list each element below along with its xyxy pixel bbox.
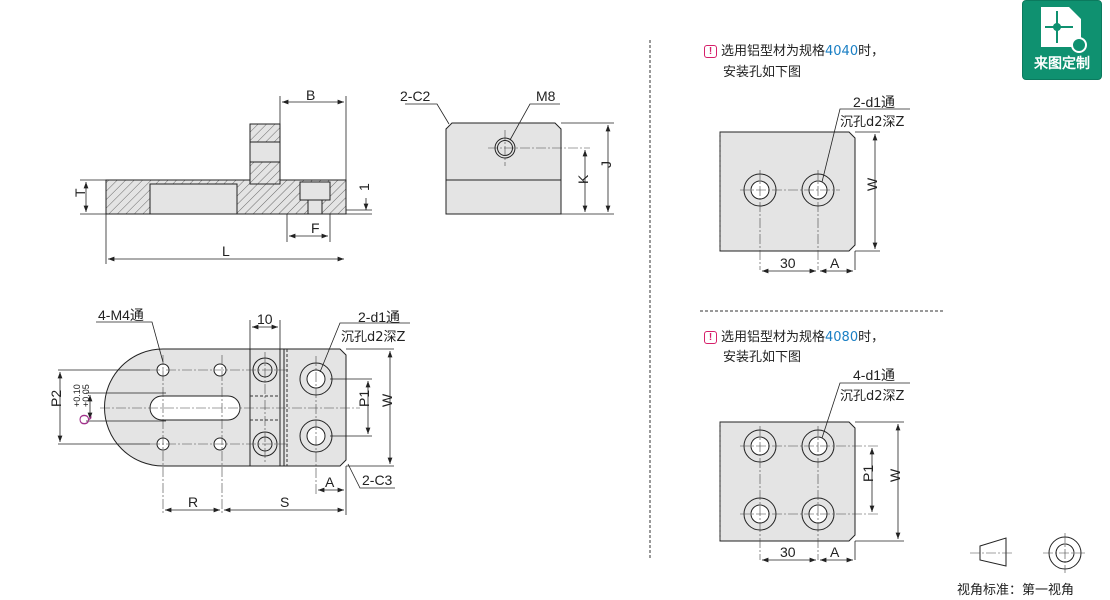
dim-A-4080: A — [830, 544, 840, 560]
dim-T: T — [72, 188, 88, 197]
label-4-d1-4080: 4-d1通 — [853, 367, 895, 383]
note-text: 选用铝型材为规格 — [721, 44, 826, 59]
dim-J: J — [598, 161, 614, 168]
label-2-d1-4040: 2-d1通 — [853, 94, 895, 110]
hole-layout-4080: 4-d1通 沉孔d2深Z P1 W 30 A — [719, 367, 910, 563]
note-suffix: 时， — [858, 44, 885, 59]
dim-30-4040: 30 — [780, 255, 796, 271]
dim-A-4040: A — [830, 255, 840, 271]
note-4080-line2: 安装孔如下图 — [723, 350, 802, 365]
note-4080: ! 选用铝型材为规格4080时， — [704, 326, 884, 345]
note-suffix: 时， — [858, 330, 885, 345]
dim-A: A — [325, 474, 335, 490]
dim-1: 1 — [356, 183, 372, 191]
dim-30-4080: 30 — [780, 544, 796, 560]
label-counterbore: 沉孔d2深Z — [341, 330, 406, 345]
label-counterbore-4080: 沉孔d2深Z — [840, 389, 905, 404]
note-4040: ! 选用铝型材为规格4040时， — [704, 40, 884, 59]
label-2-d1: 2-d1通 — [358, 309, 400, 325]
note-4040-line2: 安装孔如下图 — [723, 65, 802, 80]
tolerance-lower: +0.05 — [81, 384, 91, 407]
exclamation-icon: ! — [704, 45, 717, 58]
dim-W: W — [379, 393, 395, 407]
dim-W-4080: W — [887, 468, 903, 482]
front-view: 2-C2 M8 K J — [400, 88, 614, 215]
dim-K: K — [575, 174, 591, 184]
dim-10: 10 — [257, 311, 273, 327]
note-text: 选用铝型材为规格 — [721, 330, 826, 345]
dim-F: F — [311, 220, 320, 236]
profile-size: 4040 — [825, 44, 859, 59]
dim-P2: P2 — [48, 390, 64, 407]
label-M8: M8 — [536, 88, 556, 104]
exclamation-icon: ! — [704, 331, 717, 344]
hole-layout-4040: 2-d1通 沉孔d2深Z W 30 A — [719, 94, 910, 274]
label-counterbore-4040: 沉孔d2深Z — [840, 115, 905, 130]
dim-P1-4080: P1 — [860, 465, 876, 482]
dim-B: B — [306, 87, 315, 103]
dim-P1: P1 — [356, 390, 372, 407]
custom-drawing-button[interactable]: 来图定制 — [1022, 0, 1102, 80]
label-4-M4: 4-M4通 — [98, 307, 144, 323]
custom-drawing-icon — [1041, 7, 1087, 53]
projection-standard-label: 视角标准：第一视角 — [957, 583, 1075, 598]
first-angle-projection-symbol — [970, 533, 1087, 573]
dim-W-4040: W — [864, 177, 880, 191]
dim-S: S — [280, 494, 289, 510]
tolerance-upper: +0.10 — [72, 384, 82, 407]
custom-drawing-label: 来图定制 — [1034, 56, 1090, 72]
dim-R: R — [188, 494, 198, 510]
dim-Q: Q — [76, 414, 92, 425]
dim-L: L — [222, 243, 230, 259]
label-2-C3: 2-C3 — [362, 472, 393, 488]
profile-size: 4080 — [825, 330, 859, 345]
label-2-C2: 2-C2 — [400, 88, 431, 104]
side-view: B T L F 1 — [72, 87, 372, 264]
plan-view: 4-M4通 10 2-d1通 沉孔d2深Z P2 Q +0.10 +0.05 P… — [48, 307, 410, 515]
